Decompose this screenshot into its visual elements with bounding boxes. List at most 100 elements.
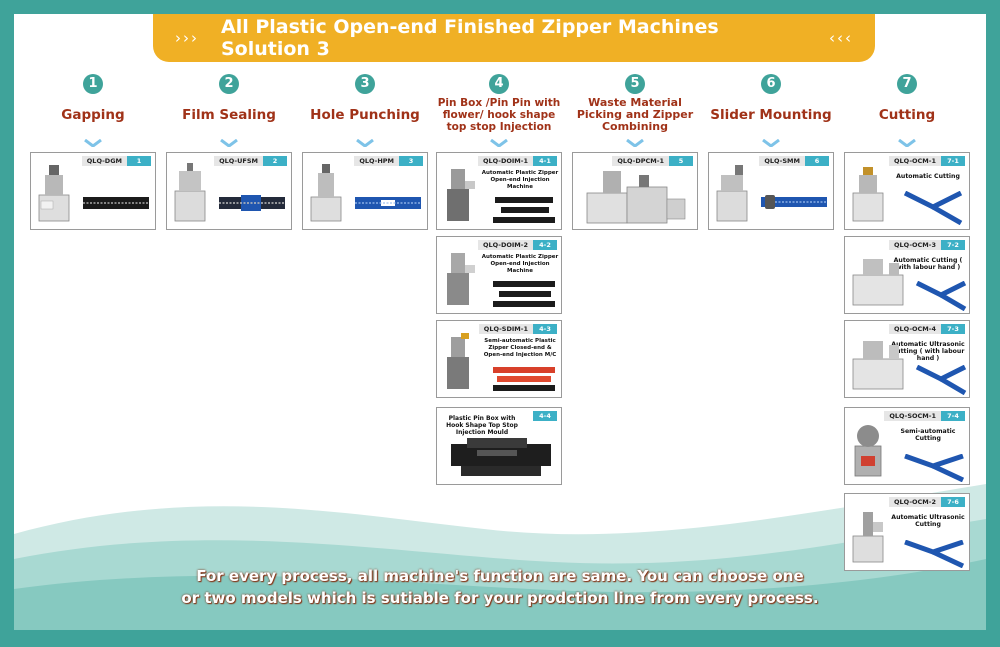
model-badge: 5 xyxy=(669,156,693,166)
zipper-image xyxy=(903,191,963,225)
zipper-image xyxy=(493,281,555,307)
model-name: QLQ-OCM-3 xyxy=(889,240,941,250)
zipper-image xyxy=(493,197,555,223)
page-title: All Plastic Open-end Finished Zipper Mac… xyxy=(221,16,719,60)
zipper-image xyxy=(219,195,285,211)
zipper-image xyxy=(915,281,967,311)
model-badge: 7-3 xyxy=(941,324,965,334)
step-number: 4 xyxy=(489,74,509,94)
machine-image xyxy=(174,163,206,222)
machine-image xyxy=(854,425,882,477)
chevron-down-icon xyxy=(490,138,508,148)
machine-caption: Automatic Plastic Zipper Open-end Inject… xyxy=(481,254,559,274)
step-title: Hole Punching xyxy=(310,107,420,123)
machine-caption: Automatic Cutting ( with labour hand ) xyxy=(893,257,963,271)
model-name: QLQ-OCM-4 xyxy=(889,324,941,334)
zipper-image xyxy=(493,367,555,391)
background-wave xyxy=(14,484,986,630)
chevron-down-icon xyxy=(898,138,916,148)
machine-caption: Semi-automatic Cutting xyxy=(900,428,956,442)
machine-image xyxy=(852,259,904,306)
model-badge: 4-4 xyxy=(533,411,557,421)
model-name: QLQ-OCM-2 xyxy=(889,497,941,507)
step-title: Slider Mounting xyxy=(710,107,832,123)
model-badge: 4-2 xyxy=(533,240,557,250)
title-banner: ››› All Plastic Open-end Finished Zipper… xyxy=(153,14,875,62)
machine-caption: Automatic Cutting xyxy=(896,173,960,180)
machine-image xyxy=(852,167,884,222)
step-number: 2 xyxy=(219,74,239,94)
machine-image xyxy=(38,165,70,222)
machine-image xyxy=(716,165,748,222)
machine-card[interactable]: 4-4 Plastic Pin Box with Hook Shape Top … xyxy=(436,407,562,485)
machine-image xyxy=(310,164,342,222)
machine-caption: Automatic Ultrasonic Cutting xyxy=(891,514,965,528)
model-name: QLQ-SDIM-1 xyxy=(478,324,533,334)
model-badge: 7-4 xyxy=(941,411,965,421)
zipper-image xyxy=(904,540,965,568)
machine-caption: Plastic Pin Box with Hook Shape Top Stop… xyxy=(446,415,518,436)
footer-note-line-2: or two models which is sutiable for your… xyxy=(181,589,819,607)
step-number: 5 xyxy=(625,74,645,94)
model-tag: 4-4 xyxy=(533,411,557,421)
model-badge: 2 xyxy=(263,156,287,166)
machine-image xyxy=(852,512,884,563)
model-name: QLQ-DGM xyxy=(81,156,127,166)
zipper-image xyxy=(915,365,967,395)
step-3: 3 Hole Punching xyxy=(301,74,429,151)
machine-caption: Semi-automatic Plastic Zipper Closed-end… xyxy=(483,338,557,358)
mould-image xyxy=(451,438,551,476)
machine-image xyxy=(852,341,904,390)
zipper-image xyxy=(83,197,149,209)
step-2: 2 Film Sealing xyxy=(165,74,293,151)
step-4: 4 Pin Box /Pin Pin with flower/ hook sha… xyxy=(435,74,563,151)
step-number: 1 xyxy=(83,74,103,94)
chevron-down-icon xyxy=(762,138,780,148)
machine-caption: Automatic Ultrasonic Cutting ( with labo… xyxy=(891,341,965,362)
model-name: QLQ-OCM-1 xyxy=(889,156,941,166)
model-badge: 3 xyxy=(399,156,423,166)
zipper-image xyxy=(904,454,965,482)
chevron-down-icon xyxy=(220,138,238,148)
machine-caption: Automatic Plastic Zipper Open-end Inject… xyxy=(481,170,559,190)
model-name: QLQ-DPCM-1 xyxy=(612,156,669,166)
title-deco-right: ‹‹‹ xyxy=(829,29,853,47)
model-name: QLQ-HPM xyxy=(354,156,399,166)
poster-frame: ››› All Plastic Open-end Finished Zipper… xyxy=(14,14,986,630)
footer-note-line-1: For every process, all machine's functio… xyxy=(196,567,804,585)
step-1: 1 Gapping xyxy=(29,74,157,151)
chevron-down-icon xyxy=(356,138,374,148)
machine-image xyxy=(447,169,475,221)
model-badge: 1 xyxy=(127,156,151,166)
chevron-down-icon xyxy=(626,138,644,148)
model-badge: 7-2 xyxy=(941,240,965,250)
step-number: 7 xyxy=(897,74,917,94)
model-name: QLQ-SMM xyxy=(759,156,805,166)
machine-image xyxy=(447,253,475,305)
machine-image xyxy=(447,333,469,389)
